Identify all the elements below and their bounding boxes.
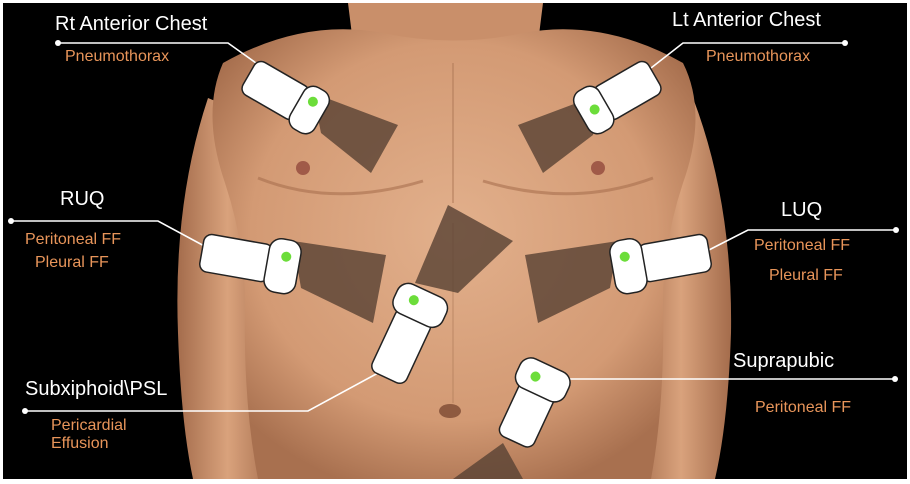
finding-lt-anterior-chest: Pneumothorax: [706, 48, 811, 65]
probe-ruq: [199, 233, 302, 295]
beam-lt-anterior-chest: [518, 95, 598, 173]
beam-rt-anterior-chest: [313, 93, 398, 173]
leader-dot-subxiphoid: [22, 408, 28, 414]
beam-luq: [525, 241, 618, 323]
pectoral-left-contour: [482, 176, 654, 196]
finding-subxiphoid-psl: Pericardial Effusion: [51, 417, 127, 453]
leader-ruq: [11, 220, 209, 249]
probe-lt-anterior-chest: [572, 60, 662, 135]
leader-dot-lt-anterior-chest: [842, 40, 848, 46]
leader-luq: [702, 229, 896, 254]
probe-indicator-dot: [589, 104, 600, 115]
label-luq: LUQ: [781, 199, 823, 221]
finding-luq-2: Pleural FF: [769, 267, 843, 284]
leader-rt-anterior-chest: [58, 42, 264, 69]
finding-luq-1: Peritoneal FF: [754, 237, 851, 254]
right-nipple: [296, 161, 310, 175]
torso-illustration: [8, 3, 899, 479]
probe-luq: [609, 233, 712, 295]
probe-subxiphoid: [371, 282, 449, 385]
probe-indicator-dot: [281, 251, 292, 262]
finding-rt-anterior-chest: Pneumothorax: [65, 48, 170, 65]
label-ruq: RUQ: [60, 188, 105, 210]
navel: [439, 404, 461, 418]
probe-suprapubic: [498, 357, 571, 448]
finding-suprapubic: Peritoneal FF: [755, 399, 852, 416]
label-lt-anterior-chest: Lt Anterior Chest: [672, 9, 821, 31]
leader-dot-rt-anterior-chest: [55, 40, 61, 46]
finding-ruq-1: Peritoneal FF: [25, 231, 122, 248]
leader-dot-ruq: [8, 218, 14, 224]
finding-ruq-2: Pleural FF: [35, 254, 109, 271]
leader-dot-luq: [893, 227, 899, 233]
label-suprapubic: Suprapubic: [733, 350, 835, 372]
probe-indicator-dot: [530, 371, 541, 382]
leader-subxiphoid: [25, 372, 379, 412]
label-subxiphoid-psl: Subxiphoid\PSL: [25, 378, 168, 400]
beam-subxiphoid: [415, 205, 513, 293]
pectoral-right-contour: [257, 176, 424, 196]
leader-lt-anterior-chest: [650, 42, 845, 69]
probe-indicator-dot: [307, 96, 318, 107]
beam-suprapubic: [453, 443, 523, 479]
label-rt-anterior-chest: Rt Anterior Chest: [55, 13, 208, 35]
probe-indicator-dot: [619, 251, 630, 262]
beam-ruq: [293, 241, 386, 323]
left-nipple: [591, 161, 605, 175]
diagram-frame: Rt Anterior Chest Pneumothorax Lt Anteri…: [3, 3, 907, 479]
probe-indicator-dot: [408, 295, 419, 306]
leader-dot-suprapubic: [892, 376, 898, 382]
probe-rt-anterior-chest: [241, 60, 331, 135]
